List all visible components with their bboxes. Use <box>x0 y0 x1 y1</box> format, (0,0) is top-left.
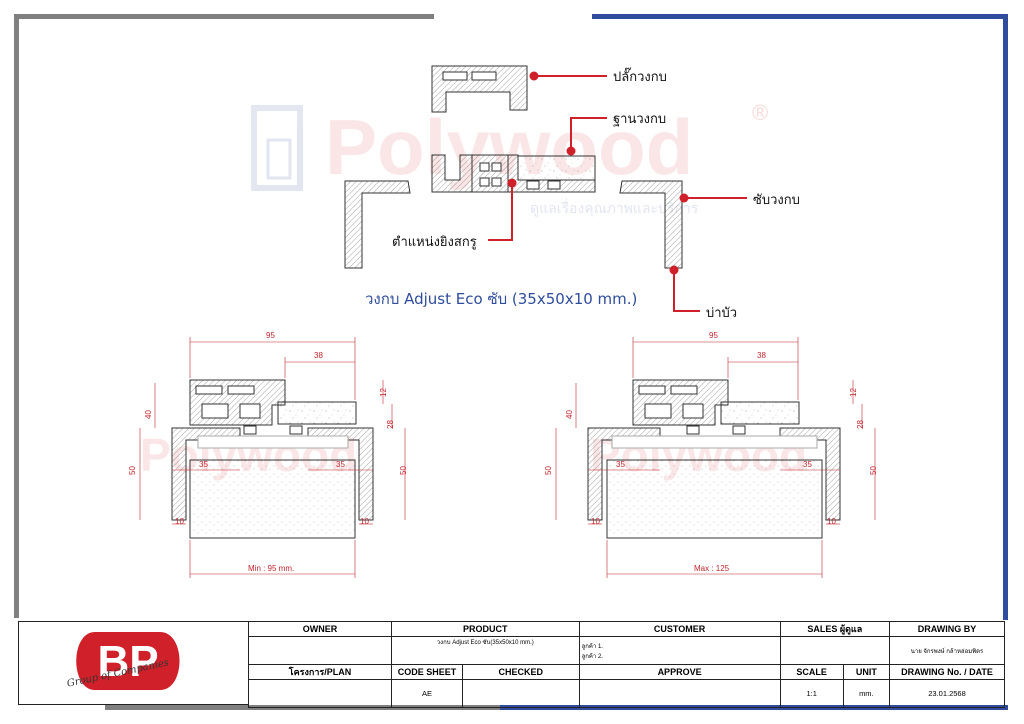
dim-left-40: 40 <box>143 410 153 419</box>
dim-left-total: 95 <box>266 331 275 340</box>
dim-lines-right <box>555 337 876 578</box>
frame-left-border <box>14 14 19 618</box>
watermark-window-icon <box>251 105 303 191</box>
company-logo-text: BP <box>97 637 158 686</box>
plan-value <box>248 679 392 708</box>
dim-right-50b: 50 <box>868 466 878 475</box>
code-sheet-value: AE <box>391 679 463 708</box>
label-base: ฐานวงกบ <box>613 112 667 127</box>
sales-value <box>779 636 891 665</box>
dim-right-top: 38 <box>757 351 766 360</box>
frame-top-accent <box>592 14 1008 19</box>
dim-right-35a: 35 <box>616 460 625 469</box>
approve-value <box>578 679 781 708</box>
dim-right-50a: 50 <box>543 466 553 475</box>
watermark-tagline: ดูแลเรื่องคุณภาพและบริการ <box>530 200 699 216</box>
dim-right-10a: 10 <box>591 517 600 526</box>
customer-value: ลูกค้า 1. ลูกค้า 2. <box>578 636 781 665</box>
drawing-by-value: นาย จักรพงษ์ กล้าหล่อมพิตร <box>889 636 1005 665</box>
part-sheath-left <box>344 180 411 269</box>
dim-right-28: 28 <box>855 420 865 429</box>
drawing-by-header: DRAWING BY <box>889 621 1005 637</box>
section-right <box>587 379 841 539</box>
dim-right-35b: 35 <box>803 460 812 469</box>
part-sheath-right <box>619 180 683 269</box>
dim-left-10a: 10 <box>175 517 184 526</box>
dim-left-28: 28 <box>385 420 395 429</box>
watermark-registered: ® <box>752 100 769 125</box>
customer-line-1: ลูกค้า 1. <box>581 643 603 650</box>
dim-lines-left <box>139 337 406 578</box>
dim-left-10b: 10 <box>360 517 369 526</box>
dim-left-50b: 50 <box>398 466 408 475</box>
part-base <box>431 154 596 193</box>
unit-value: mm. <box>842 679 891 708</box>
sales-header: SALES ผู้ดูแล <box>779 621 891 637</box>
dim-left-12: 12 <box>378 388 388 397</box>
label-sheath: ซับวงกบ <box>753 193 800 208</box>
label-cap: ปลั๊กวงกบ <box>613 70 667 85</box>
frame-top-border <box>14 14 434 19</box>
dim-left-35b: 35 <box>336 460 345 469</box>
leader-lines <box>488 75 747 312</box>
title-block: OWNER PRODUCT CUSTOMER SALES ผู้ดูแล DRA… <box>248 621 1005 708</box>
checked-header: CHECKED <box>462 664 580 680</box>
dim-right-10b: 10 <box>827 517 836 526</box>
product-header: PRODUCT <box>391 621 580 637</box>
plan-header: โครงการ/PLAN <box>248 664 392 680</box>
scale-header: SCALE <box>779 664 844 680</box>
section-left <box>171 379 374 539</box>
frame-bottom-accent <box>500 705 1008 710</box>
checked-value <box>462 679 580 708</box>
approve-header: APPROVE <box>578 664 781 680</box>
frame-right-border <box>1003 14 1008 620</box>
frame-bottom-border <box>105 705 505 710</box>
company-logo-icon: BP <box>76 632 180 690</box>
owner-header: OWNER <box>248 621 392 637</box>
dim-right-total: 95 <box>709 331 718 340</box>
dim-left-top: 38 <box>314 351 323 360</box>
customer-line-2: ลูกค้า 2. <box>581 653 603 660</box>
dim-right-12: 12 <box>848 388 858 397</box>
dim-right-40: 40 <box>564 410 574 419</box>
dim-left-50a: 50 <box>127 466 137 475</box>
dim-right-max-label: Max : 125 <box>694 564 730 573</box>
owner-value <box>248 636 392 665</box>
logo-cell <box>18 621 248 705</box>
dim-left-min-label: Min : 95 mm. <box>248 564 295 573</box>
leader-dots <box>507 71 689 275</box>
part-cap <box>431 65 528 113</box>
unit-header: UNIT <box>842 664 891 680</box>
date-value: 23.01.2568 <box>889 679 1005 708</box>
product-value: วงกบ Adjust Eco ซับ(35x50x10 mm.) <box>391 636 580 665</box>
product-title: วงกบ Adjust Eco ซับ (35x50x10 mm.) <box>365 290 638 308</box>
code-sheet-header: CODE SHEET <box>391 664 463 680</box>
label-screw-position: ตำแหน่งยิงสกรู <box>392 235 477 250</box>
dim-left-35a: 35 <box>199 460 208 469</box>
scale-value: 1:1 <box>779 679 844 708</box>
drawing-no-header: DRAWING No. / DATE <box>889 664 1005 680</box>
label-shoulder: บ่าบัว <box>706 306 738 321</box>
customer-header: CUSTOMER <box>578 621 781 637</box>
